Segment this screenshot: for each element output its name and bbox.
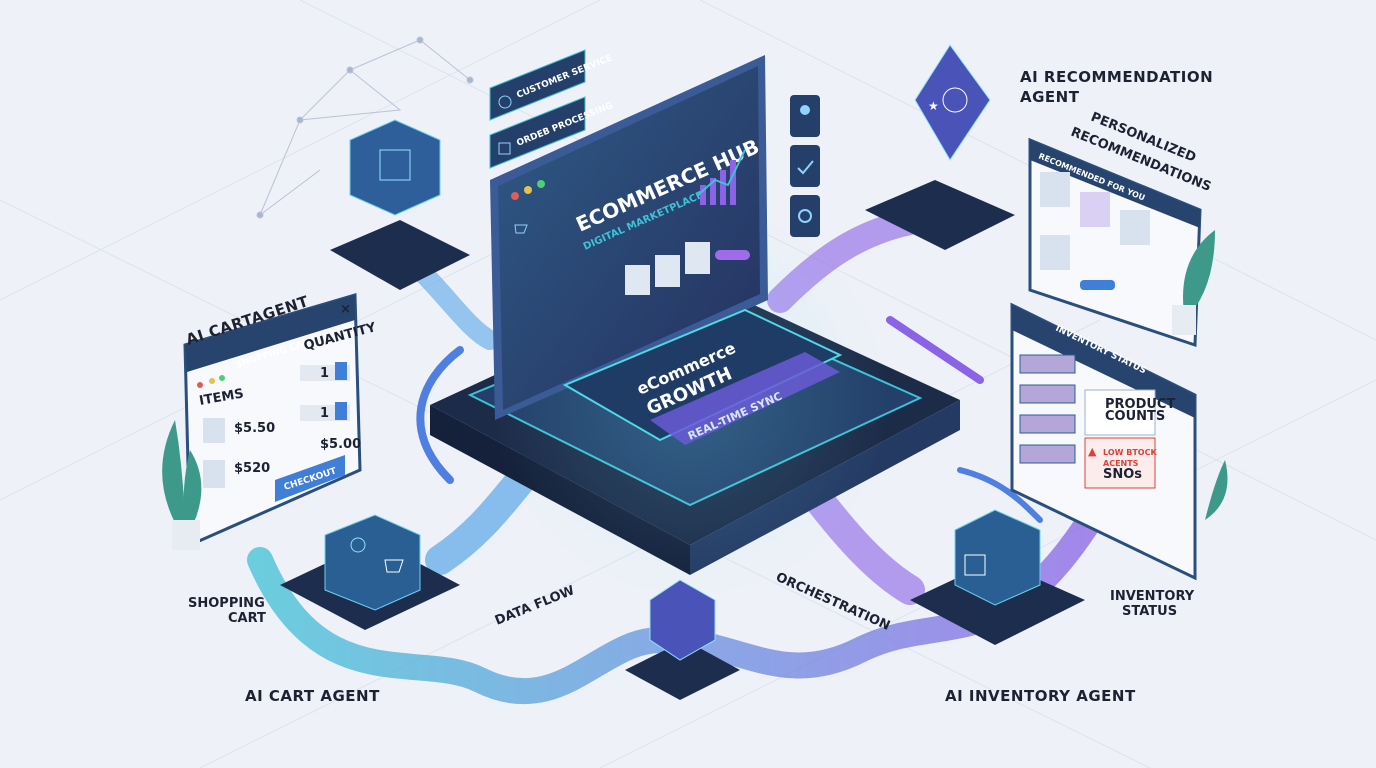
quantity-stepper[interactable]: 1: [300, 402, 350, 421]
user-icon: [942, 87, 968, 113]
warehouse-shelves: [1019, 354, 1076, 464]
plant-decoration: [162, 230, 1228, 550]
svg-text:$520: $520: [234, 461, 270, 476]
checkbox-icon: [790, 145, 820, 187]
cart-total: $5.00: [320, 437, 361, 452]
inventory-agent-node: [910, 509, 1085, 645]
ai-cart-agent-label: AI CART AGENT: [245, 687, 380, 705]
box-icon: [964, 554, 986, 576]
svg-text:AGENT: AGENT: [1020, 88, 1080, 106]
ai-inventory-agent-label: AI INVENTORY AGENT: [945, 687, 1136, 705]
svg-text:$5.50: $5.50: [234, 421, 275, 436]
cart-agent-node: [280, 514, 460, 630]
chip-icon: [379, 149, 411, 181]
svg-text:STATUS: STATUS: [1122, 604, 1177, 619]
arrow-to-inventory: [886, 316, 984, 384]
close-icon[interactable]: ×: [340, 302, 351, 317]
shopping-cart-label: SHOPPING: [188, 596, 265, 611]
diamond-crystal-icon: [914, 44, 991, 161]
product-counts-card: PRODUCT COUNTS: [1084, 389, 1175, 436]
svg-text:COUNTS: COUNTS: [1105, 409, 1165, 424]
pants-icon: [203, 460, 225, 488]
box-icon: [498, 142, 511, 155]
user-icon: [790, 95, 820, 137]
warning-icon: ▲: [1088, 445, 1097, 458]
top-left-agent-node: [330, 119, 470, 290]
svg-text:PRODUCT: PRODUCT: [1105, 397, 1175, 412]
hub-right-icons: [790, 95, 820, 237]
arrow-left-loop: [416, 346, 464, 484]
hub-buy-button[interactable]: [715, 250, 750, 260]
svg-text:CART: CART: [228, 611, 266, 626]
star-icon: ★: [928, 99, 939, 113]
svg-text:SNOs: SNOs: [1103, 467, 1142, 482]
tshirt-icon: [1040, 172, 1070, 207]
sales-chart-icon: [697, 149, 746, 205]
low-stock-alert-card: ▲ LOW BTOCK ACENTS SNOs: [1084, 437, 1157, 489]
data-flow-label: DATA FLOW: [493, 583, 577, 629]
sweater-icon: [203, 418, 225, 443]
shopping-cart-panel: SHOPPING CART QUANTITY ITEMS $5.50 $520 …: [183, 293, 378, 548]
recommendations-panel: RECOMMENDED FOR YOU: [1028, 137, 1202, 348]
svg-text:ACENTS: ACENTS: [1103, 459, 1139, 468]
growth-card: eCommerce GROWTH REAL-TIME SYNC: [562, 308, 843, 445]
svg-text:LOW BTOCK: LOW BTOCK: [1103, 448, 1157, 457]
recommendation-button[interactable]: [1080, 280, 1115, 290]
gear-icon: [350, 537, 366, 553]
tshirt-product-card: [625, 265, 650, 295]
quantity-stepper[interactable]: 1: [300, 362, 350, 381]
recommendation-agent-node: ★: [865, 44, 1015, 250]
svg-text:1: 1: [320, 406, 329, 421]
pants-product-card: [685, 242, 710, 274]
backpack-icon: [1120, 210, 1150, 245]
ai-recommendation-agent-label: AI RECOMMENDATION: [1020, 68, 1213, 86]
cart-icon: [384, 559, 404, 573]
network-graph-decoration: [256, 36, 474, 219]
heels-icon: [1040, 235, 1070, 270]
headset-icon: [498, 95, 512, 109]
inventory-status-label: INVENTORY: [1110, 589, 1195, 604]
shirt-icon: [1080, 192, 1110, 227]
cart-icon: [514, 224, 528, 234]
crystal-cube-icon: [649, 579, 716, 661]
gear-icon: [790, 195, 820, 237]
orchestration-node: [625, 579, 740, 700]
sweater-product-card: [655, 255, 680, 287]
svg-text:1: 1: [320, 366, 329, 381]
